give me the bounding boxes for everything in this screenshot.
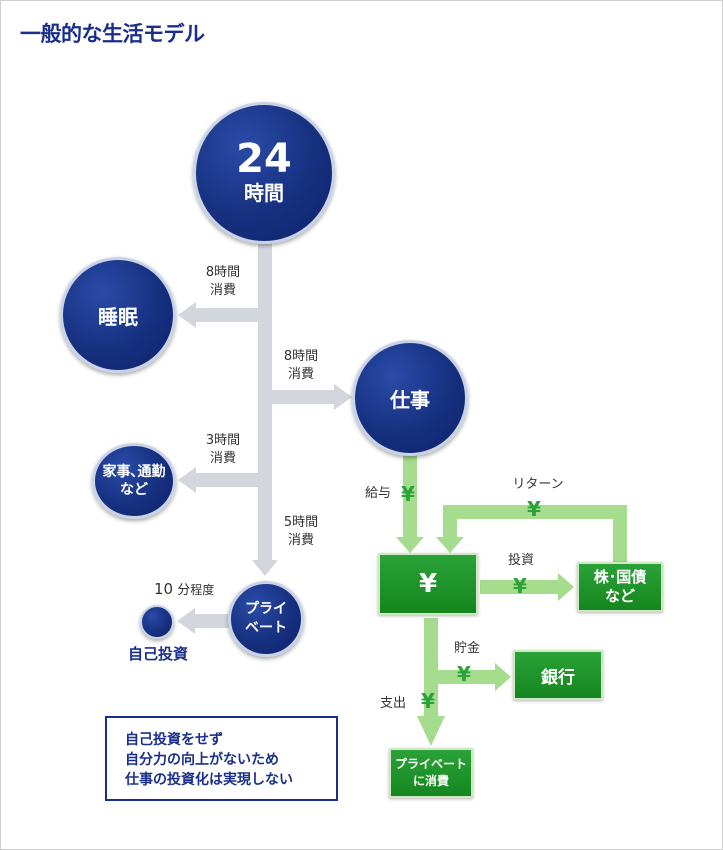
branch-work — [265, 390, 335, 404]
stocks-box: 株･国債 など — [577, 562, 663, 612]
node-self-investment — [140, 605, 174, 639]
page-title: 一般的な生活モデル — [20, 22, 205, 46]
stocks-label-line2: など — [604, 587, 635, 605]
arrow-spend — [417, 716, 445, 746]
bank-label: 銀行 — [541, 667, 575, 688]
arrow-invest — [558, 573, 574, 601]
yen-salary-icon: ¥ — [401, 482, 415, 506]
node-housework: 家事､通勤 など — [92, 443, 176, 519]
spending-label: 支出 — [379, 696, 406, 711]
return-up — [613, 505, 627, 563]
spend-shaft — [424, 618, 438, 718]
sleep-label: 睡眠 — [98, 304, 138, 329]
self-invest-suffix: 程度 — [190, 583, 215, 597]
savings-label: 貯金 — [453, 641, 480, 656]
node-24-hours: 24 時間 — [193, 102, 335, 244]
node-sleep: 睡眠 — [60, 257, 176, 373]
node-work: 仕事 — [352, 340, 468, 456]
house-hours: 3時間 — [205, 433, 241, 448]
bank-box: 銀行 — [513, 650, 603, 700]
yen-spending-icon: ¥ — [421, 689, 435, 713]
yen-return-icon: ¥ — [527, 497, 541, 521]
return-top — [443, 505, 627, 519]
self-invest-time-label: 10 分程度 — [154, 580, 244, 600]
sleep-hours: 8時間 — [205, 265, 241, 280]
arrow-to-sleep — [178, 302, 196, 328]
private-hours: 5時間 — [283, 515, 319, 530]
stocks-label-line1: 株･国債 — [593, 568, 647, 586]
note-line3: 仕事の投資化は実現しない — [125, 772, 293, 788]
private-time-label: 5時間 消費 — [274, 514, 328, 550]
note-box: 自己投資をせず 自分力の向上がないため 仕事の投資化は実現しない — [105, 716, 338, 801]
private-label-line2: ベート — [245, 620, 287, 636]
salary-label: 給与 — [364, 486, 391, 501]
branch-self-invest — [194, 614, 236, 628]
self-invest-unit: 分 — [177, 583, 191, 598]
yen-savings-icon: ¥ — [457, 662, 471, 686]
salary-shaft — [403, 455, 417, 539]
yen-invest-icon: ¥ — [513, 574, 527, 598]
housework-label-line2: など — [120, 482, 148, 498]
money-flow-arrows — [396, 455, 627, 746]
total-hours-value: 24 — [236, 136, 292, 182]
arrow-salary — [396, 537, 424, 553]
self-investment-label: 自己投資 — [127, 645, 188, 663]
work-label: 仕事 — [390, 387, 430, 412]
node-private: プライ ベート — [228, 581, 304, 657]
housework-label-line1: 家事､通勤 — [102, 464, 166, 480]
self-invest-number: 10 — [154, 580, 174, 598]
return-label: リターン — [512, 477, 564, 492]
arrow-to-work — [334, 384, 352, 410]
private-spending-line1: プライベート — [394, 757, 467, 771]
private-spending-box: プライベート に消費 — [389, 748, 473, 798]
arrow-to-private — [252, 560, 278, 576]
arrow-savings — [495, 663, 511, 691]
house-time-label: 3時間 消費 — [196, 432, 250, 468]
money-pool-yen: ¥ — [418, 569, 438, 599]
private-label-line1: プライ — [245, 601, 287, 617]
house-consume: 消費 — [209, 451, 236, 466]
work-hours: 8時間 — [283, 349, 319, 364]
savings-shaft — [431, 670, 497, 684]
private-spending-line2: に消費 — [412, 774, 449, 788]
work-consume: 消費 — [287, 367, 314, 382]
invest-label: 投資 — [507, 553, 534, 568]
work-time-label: 8時間 消費 — [274, 348, 328, 384]
branch-house — [195, 473, 265, 487]
sleep-consume: 消費 — [209, 283, 236, 298]
branch-sleep — [195, 308, 265, 322]
return-down — [443, 505, 457, 539]
time-flow-arrows — [177, 225, 352, 634]
private-consume: 消費 — [287, 533, 314, 548]
arrow-to-self-invest — [177, 608, 195, 634]
invest-shaft — [480, 580, 560, 594]
arrow-return — [436, 537, 464, 553]
note-line2: 自分力の向上がないため — [125, 752, 279, 768]
sleep-time-label: 8時間 消費 — [196, 264, 250, 300]
note-line1: 自己投資をせず — [125, 732, 223, 748]
total-hours-unit: 時間 — [244, 181, 284, 205]
money-pool-box: ¥ — [378, 553, 478, 615]
arrow-to-house — [178, 467, 196, 493]
